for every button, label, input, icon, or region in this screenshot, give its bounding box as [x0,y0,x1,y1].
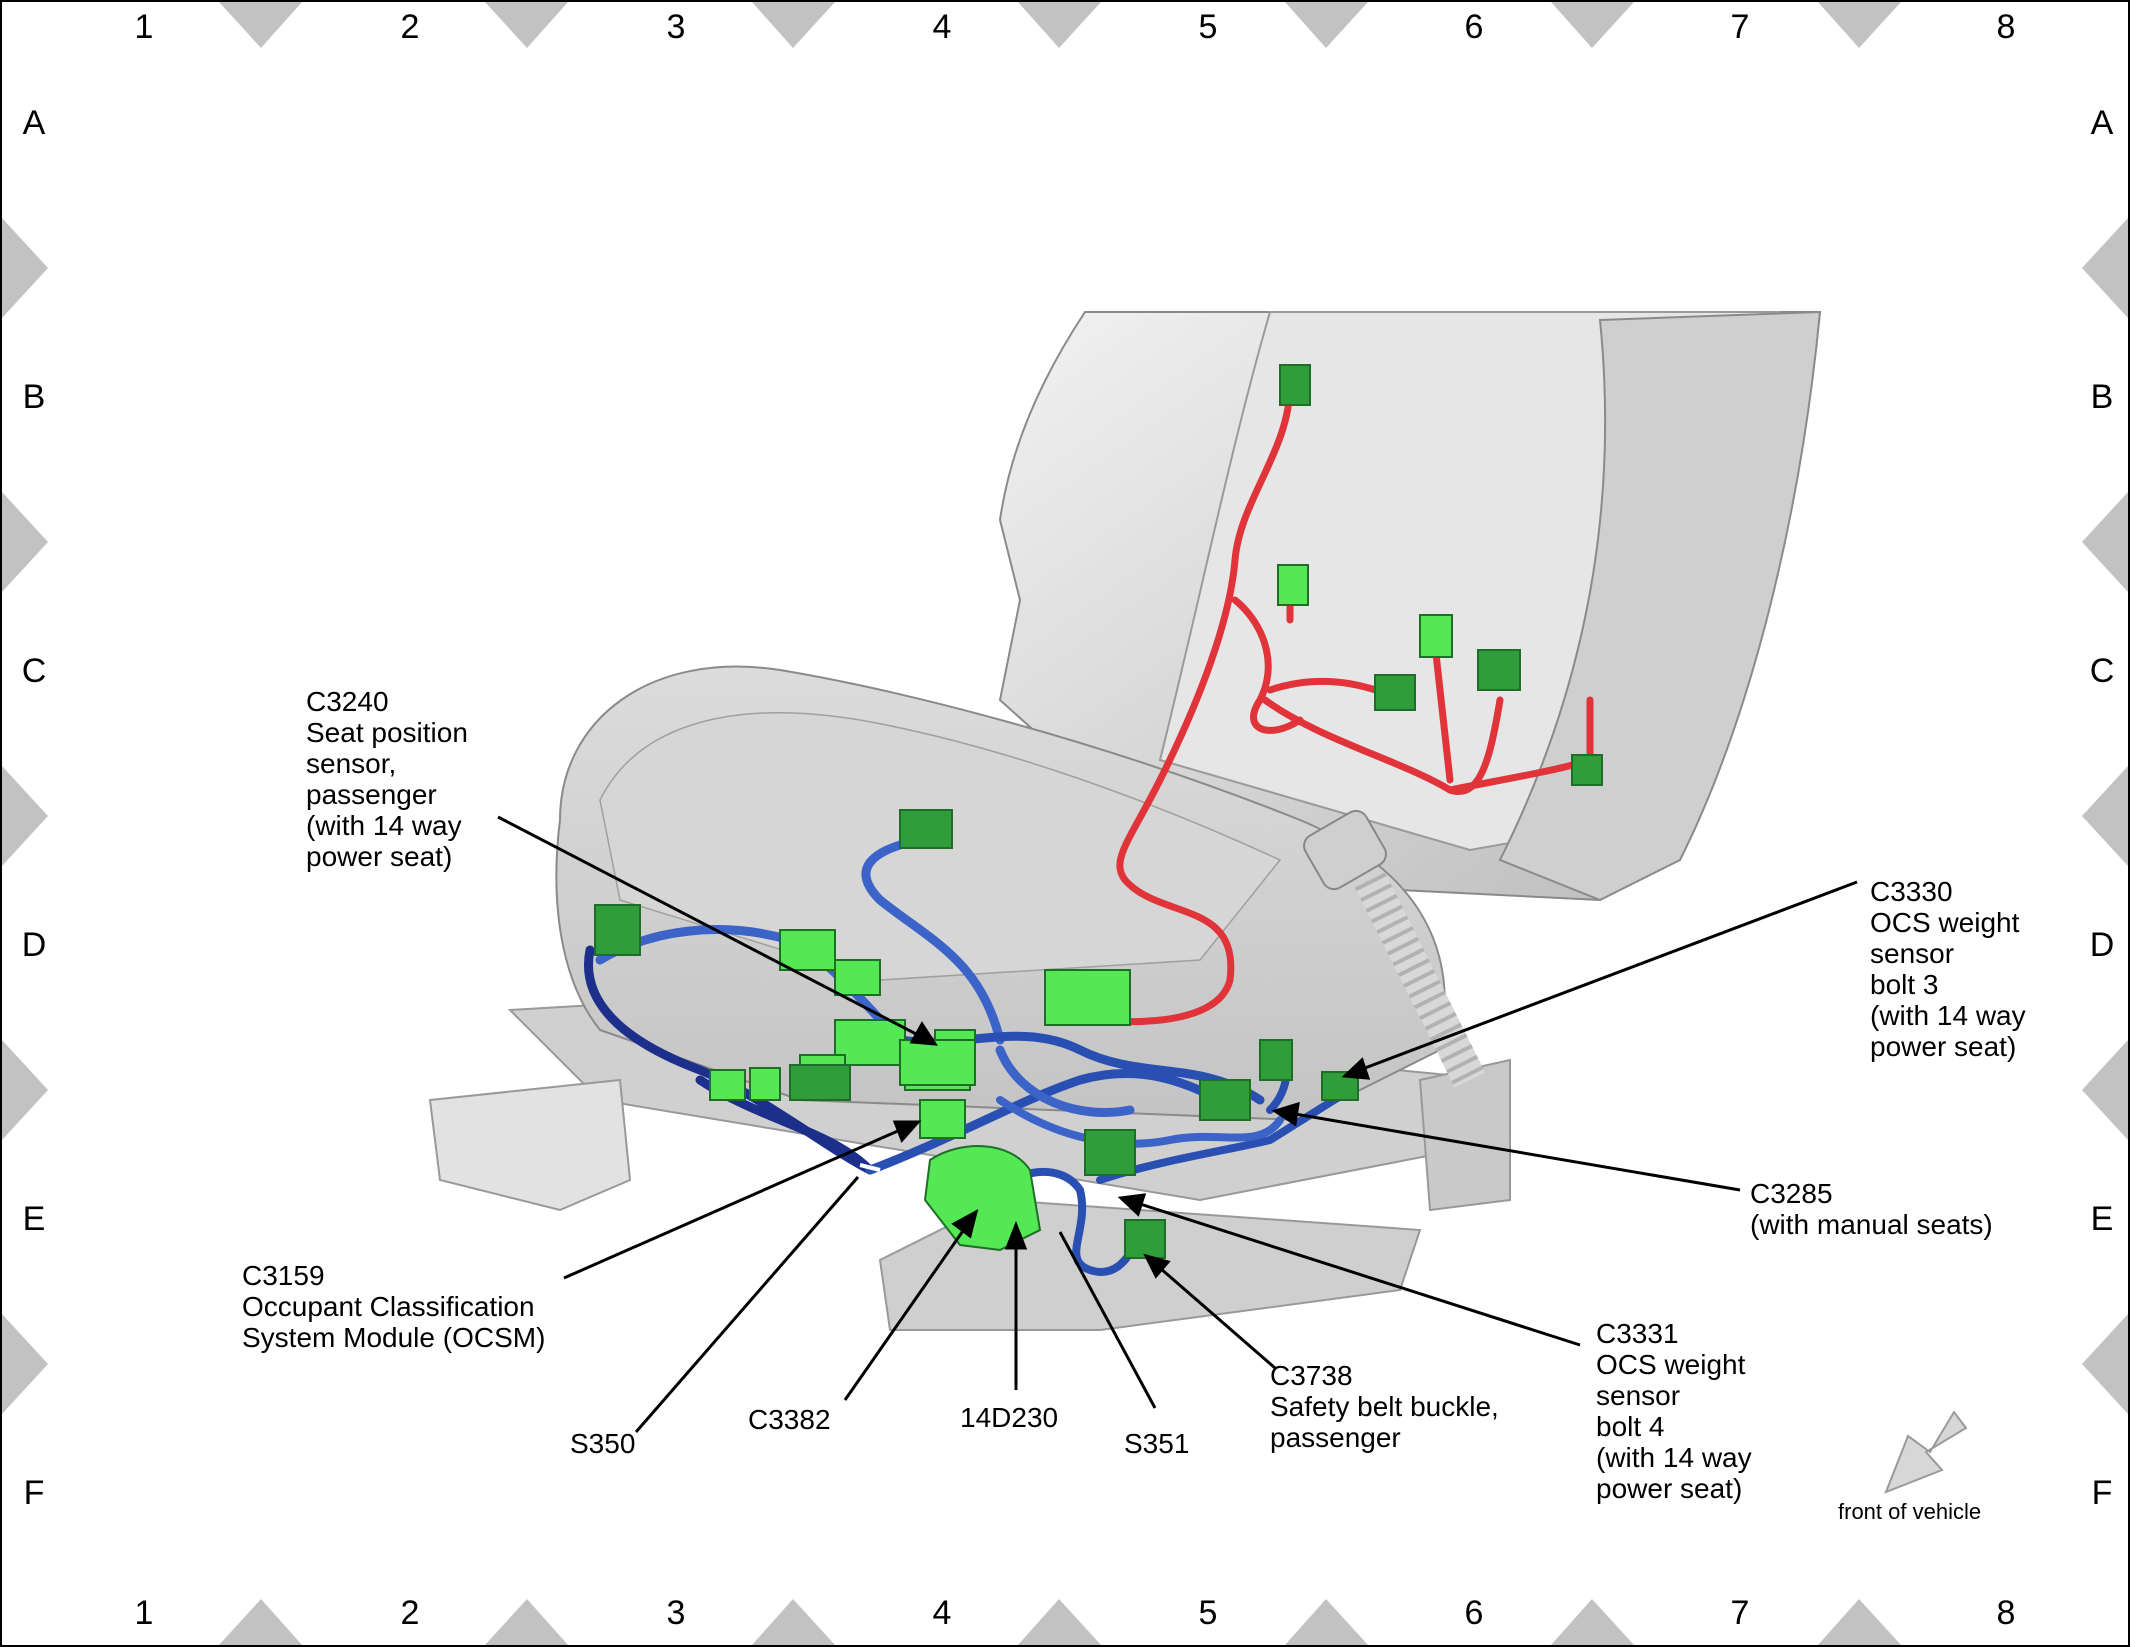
grid-col-2: 2 [400,8,420,46]
front-of-vehicle-label: front of vehicle [1838,1499,1982,1524]
grid-row-e-right: E [2090,1200,2114,1238]
grid-col-3: 3 [666,8,686,46]
grid-col-5-bottom: 5 [1198,1594,1218,1632]
grid-row-b-right: B [2090,378,2114,416]
grid-row-e: E [22,1200,46,1238]
connector-c2 [834,959,881,996]
connector-back-5 [1571,754,1603,786]
grid-col-8-bottom: 8 [1996,1594,2016,1632]
callout-c3159-id: C3159 [242,1260,325,1291]
grid-col-8: 8 [1996,8,2016,46]
connectors [594,364,1603,1259]
callout-c3331-desc1: OCS weight [1596,1349,1746,1380]
connector-c8 [789,1064,851,1101]
callout-c3331-desc2: sensor [1596,1380,1681,1411]
connector-back-4 [1374,674,1416,711]
callout-c3738: C3738 Safety belt buckle, passenger [1270,1360,1499,1453]
callout-c3331-id: C3331 [1596,1318,1679,1349]
callout-c3285-desc1: (with manual seats) [1750,1209,1993,1240]
grid-row-c-right: C [2089,652,2115,690]
connector-c1 [779,929,836,971]
callout-c3330-id: C3330 [1870,876,1953,907]
callout-c3240-id: C3240 [306,686,389,717]
grid-col-4-bottom: 4 [932,1594,952,1632]
belt-buckle [1303,809,1486,1088]
callout-c3159-desc2: System Module (OCSM) [242,1322,546,1353]
grid-row-f-right: F [2091,1474,2113,1512]
callout-14d230: 14D230 [960,1402,1059,1433]
grid-row-f: F [23,1474,45,1512]
connector-c3285 [1199,1079,1251,1121]
grid-row-a-right: A [2090,104,2114,142]
callout-c3738-desc2: passenger [1270,1422,1401,1453]
callout-c3738-id: C3738 [1270,1360,1353,1391]
grid-col-7: 7 [1730,8,1750,46]
connector-top [1279,364,1311,406]
seat-back [998,310,1822,902]
harness-tape [859,1163,881,1172]
connector-cushion-top [899,809,953,849]
grid-row-a: A [22,104,46,142]
callout-c3330-note2: power seat) [1870,1031,2017,1062]
callout-c3330-note1: (with 14 way [1870,1000,2026,1031]
grid-col-1: 1 [134,8,154,46]
connector-c3159 [919,1099,966,1139]
callout-c3382: C3382 [748,1404,831,1435]
callout-c3331-note1: (with 14 way [1596,1442,1752,1473]
leader-lines [497,815,1858,1433]
arrow-down-left-icon [1884,1410,1968,1494]
callout-c3159: C3159 Occupant Classification System Mod… [242,1260,545,1353]
grid-row-d: D [21,926,47,964]
connector-c10 [749,1067,781,1101]
callout-c3285-id: C3285 [1750,1178,1833,1209]
grid-col-2-bottom: 2 [400,1594,420,1632]
red-harness [1096,381,1594,1026]
callout-c3240-desc1: Seat position [306,717,468,748]
connector-back-1 [1277,564,1309,606]
grid-col-5: 5 [1198,8,1218,46]
connector-back-2 [1419,614,1453,658]
callout-c3330-desc3: bolt 3 [1870,969,1939,1000]
callout-c3331-desc3: bolt 4 [1596,1411,1665,1442]
callout-c3285: C3285 (with manual seats) [1750,1178,1993,1240]
grid-row-b: B [22,378,46,416]
connector-back-3 [1477,649,1521,691]
callout-c3240: C3240 Seat position sensor, passenger (w… [306,686,468,872]
callout-c3331: C3331 OCS weight sensor bolt 4 (with 14 … [1596,1318,1752,1504]
callout-c3240-note2: power seat) [306,841,453,872]
connector-c3 [1044,969,1131,1026]
connector-c3738 [1124,1219,1166,1259]
callout-c3330: C3330 OCS weight sensor bolt 3 (with 14 … [1870,876,2026,1062]
callout-c3240-desc3: passenger [306,779,437,810]
grid-col-3-bottom: 3 [666,1594,686,1632]
callout-c3159-desc1: Occupant Classification [242,1291,535,1322]
connector-c3331 [1084,1129,1136,1176]
grid-row-d-right: D [2089,926,2115,964]
connector-ocs-3a [1259,1039,1293,1081]
grid-col-6: 6 [1464,8,1484,46]
callout-c3331-note2: power seat) [1596,1473,1743,1504]
callout-s350: S350 [570,1428,636,1459]
connector-c3240 [899,1039,976,1086]
grid-row-c: C [21,652,47,690]
grid-col-4: 4 [932,8,952,46]
grid-col-6-bottom: 6 [1464,1594,1484,1632]
callout-s351: S351 [1124,1428,1190,1459]
callout-c3330-desc1: OCS weight [1870,907,2020,938]
connector-c9 [709,1069,746,1101]
callout-c3240-note1: (with 14 way [306,810,462,841]
callout-c3330-desc2: sensor [1870,938,1955,969]
callout-c3738-desc1: Safety belt buckle, [1270,1391,1499,1422]
connector-c4 [834,1019,906,1066]
callout-c3240-desc2: sensor, [306,748,397,779]
grid-col-7-bottom: 7 [1730,1594,1750,1632]
connector-left [594,904,641,956]
grid-col-1-bottom: 1 [134,1594,154,1632]
